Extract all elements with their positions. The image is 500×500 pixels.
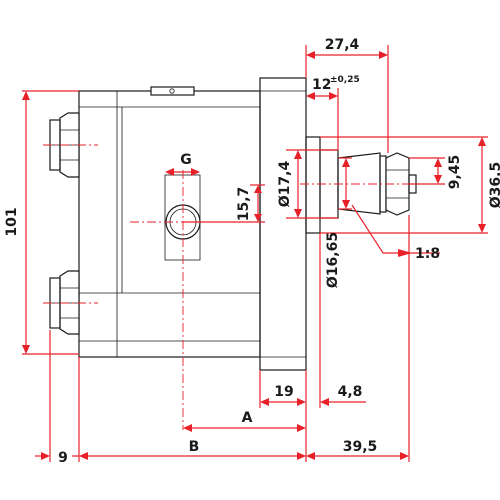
bolt-top (49, 112, 80, 178)
dim-9: 9 (58, 450, 68, 466)
dim-27-4: 27,4 (325, 37, 360, 53)
dim-19: 19 (274, 384, 293, 400)
dim-b: B (189, 439, 200, 455)
bolt-bottom (49, 270, 80, 335)
dim-root-dia: Ø16,65 (325, 232, 341, 288)
dim-a: A (242, 410, 253, 426)
dim-101: 101 (4, 207, 20, 236)
dim-9-45: 9,45 (447, 155, 463, 190)
dim-12: 12 (312, 77, 331, 93)
dim-39-5: 39,5 (343, 439, 378, 455)
dim-pilot-dia: Ø17,4 (277, 161, 293, 208)
dim-15-7: 15,7 (236, 187, 252, 222)
dim-12-tolerance: ±0,25 (330, 75, 360, 85)
dim-4-8: 4,8 (338, 384, 363, 400)
pilot (305, 136, 321, 234)
dimension-lines (22, 45, 488, 462)
dimension-labels: 27,4 12 ±0,25 G 15,7 Ø17,4 Ø16,65 9,45 Ø… (4, 37, 500, 466)
dim-taper: 1:8 (415, 246, 440, 262)
tapered-shaft (337, 152, 381, 215)
mounting-flange (259, 77, 307, 371)
port (164, 174, 201, 261)
dim-flange-dia: Ø36,5 (488, 162, 500, 208)
port-g-label: G (180, 152, 192, 168)
nameplate (150, 86, 195, 96)
